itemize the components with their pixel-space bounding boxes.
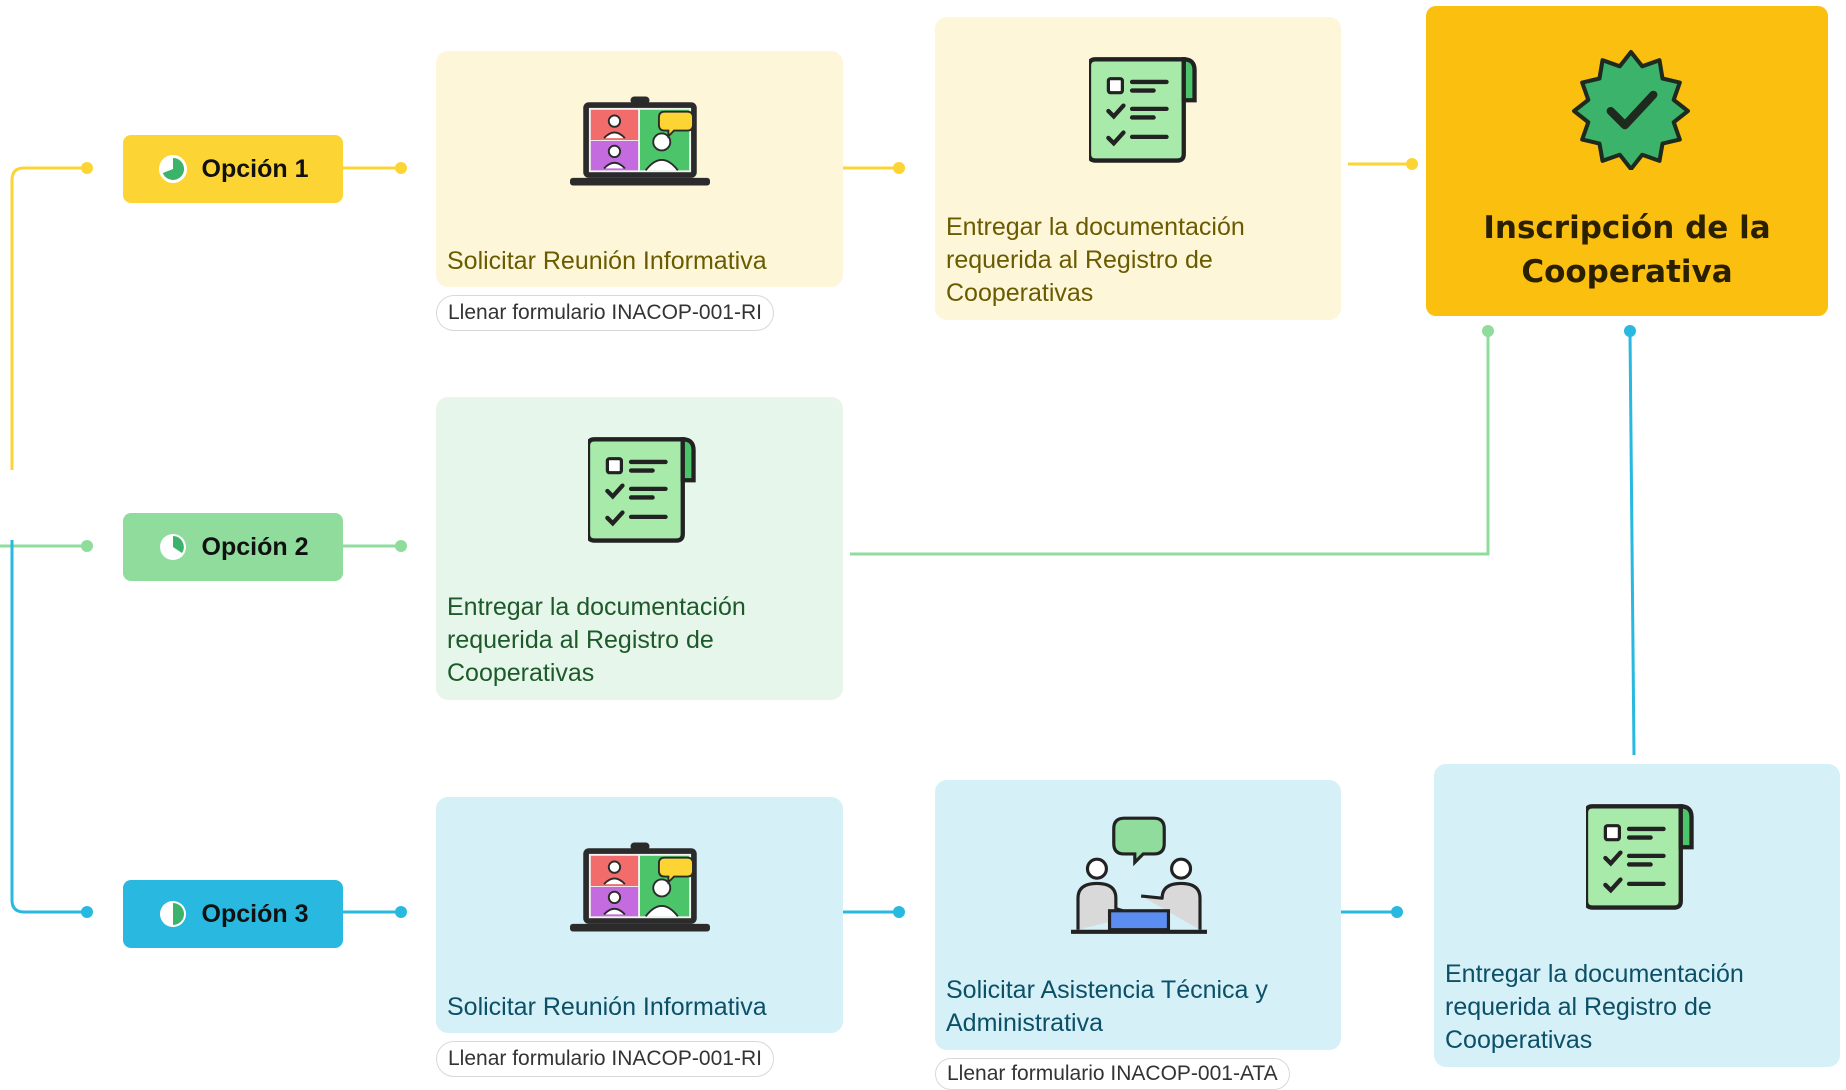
consultation-meeting-icon bbox=[1071, 814, 1207, 936]
form-note-pill: Llenar formulario INACOP-001-ATA bbox=[935, 1058, 1290, 1090]
step-text: Entregar la documentación requerida al R… bbox=[447, 593, 746, 687]
option-2-label: Opción 2 bbox=[201, 532, 309, 561]
option-3-badge[interactable]: Opción 3 bbox=[123, 880, 343, 948]
option-3-step-3-card[interactable]: Entregar la documentación requerida al R… bbox=[1434, 764, 1840, 1067]
checklist-document-icon bbox=[588, 435, 700, 547]
option-1-step-1-card[interactable]: Solicitar Reunión Informativa bbox=[436, 51, 843, 287]
step-text: Entregar la documentación requerida al R… bbox=[946, 213, 1245, 307]
video-meeting-laptop-icon bbox=[570, 95, 710, 187]
option-3-step-2-card[interactable]: Solicitar Asistencia Técnica y Administr… bbox=[935, 780, 1341, 1050]
step-text: Solicitar Reunión Informativa bbox=[447, 247, 767, 275]
checklist-document-icon bbox=[1586, 802, 1698, 914]
option-2-step-1-card[interactable]: Entregar la documentación requerida al R… bbox=[436, 397, 843, 700]
checklist-document-icon bbox=[1089, 55, 1201, 167]
option-1-step-2-card[interactable]: Entregar la documentación requerida al R… bbox=[935, 17, 1341, 320]
progress-pie-icon bbox=[159, 534, 186, 560]
goal-title: Inscripción de la Cooperativa bbox=[1483, 210, 1771, 290]
progress-pie-icon bbox=[159, 901, 186, 927]
option-2-badge[interactable]: Opción 2 bbox=[123, 513, 343, 581]
form-note-pill: Llenar formulario INACOP-001-RI bbox=[436, 1041, 774, 1077]
option-1-label: Opción 1 bbox=[201, 154, 309, 183]
verified-badge-icon bbox=[1572, 50, 1690, 170]
goal-card[interactable]: Inscripción de la Cooperativa bbox=[1426, 6, 1828, 316]
option-3-label: Opción 3 bbox=[201, 899, 309, 928]
option-3-step-1-card[interactable]: Solicitar Reunión Informativa bbox=[436, 797, 843, 1033]
form-note-pill: Llenar formulario INACOP-001-RI bbox=[436, 295, 774, 331]
step-text: Solicitar Asistencia Técnica y Administr… bbox=[946, 976, 1268, 1037]
video-meeting-laptop-icon bbox=[570, 841, 710, 933]
step-text: Entregar la documentación requerida al R… bbox=[1445, 960, 1744, 1054]
step-text: Solicitar Reunión Informativa bbox=[447, 993, 767, 1021]
option-1-badge[interactable]: Opción 1 bbox=[123, 135, 343, 203]
progress-pie-icon bbox=[158, 155, 187, 183]
